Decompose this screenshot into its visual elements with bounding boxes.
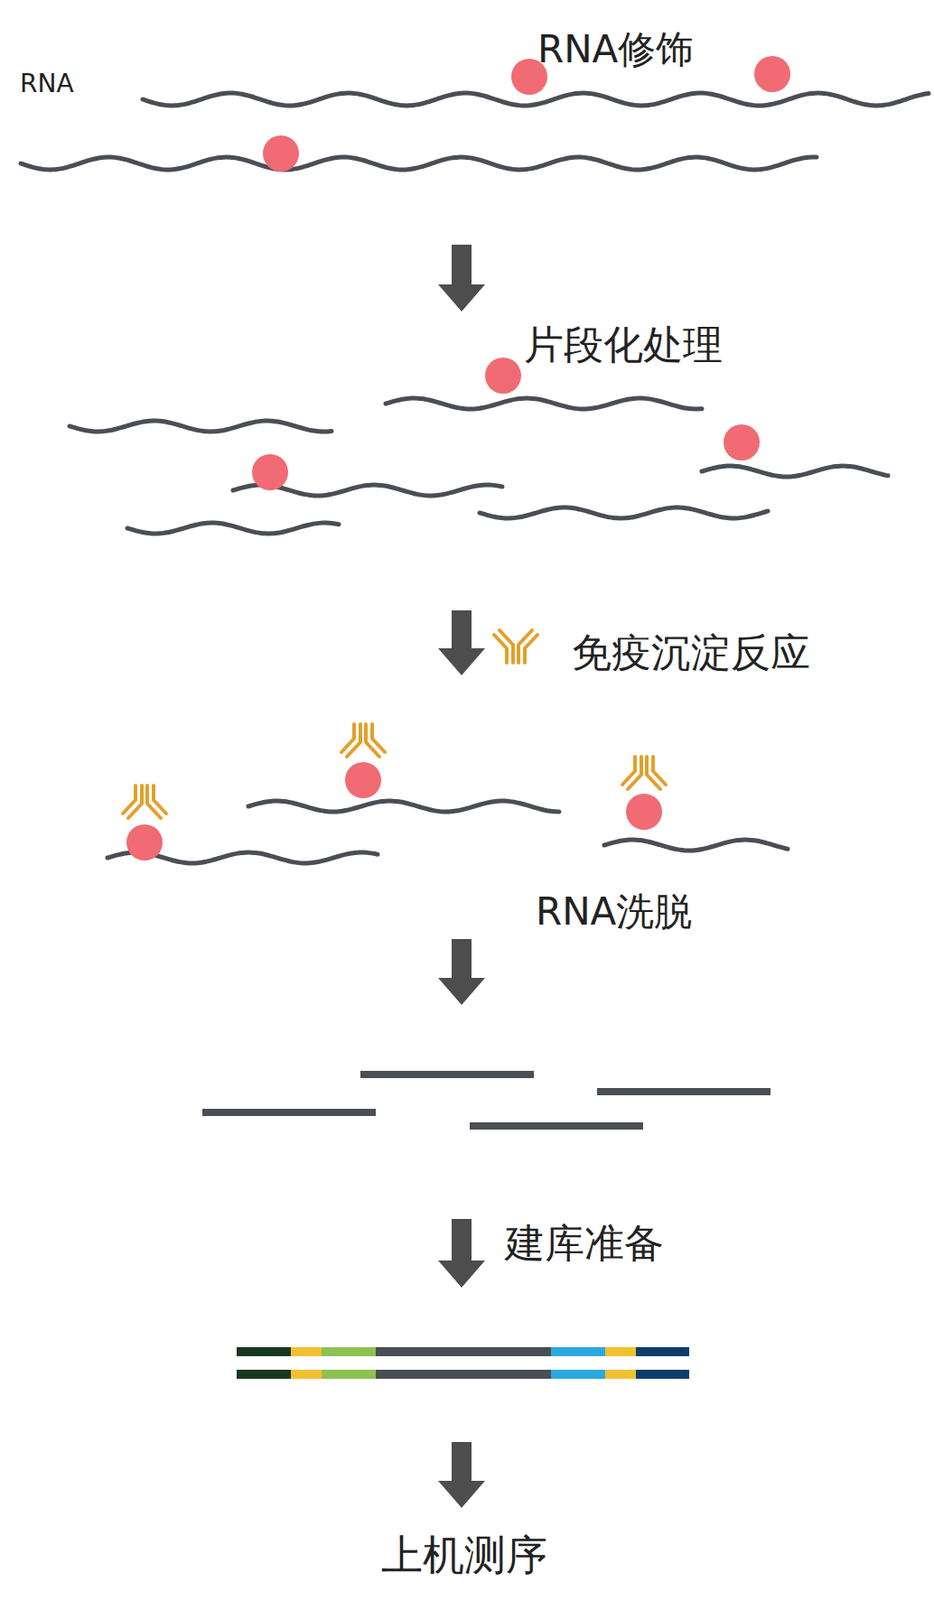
library-segment [551,1347,606,1357]
step-arrow [438,939,486,1006]
library-segment [635,1347,690,1357]
rna-strand [604,840,788,851]
antibody-stroke [153,785,167,814]
step-label: 免疫沉淀反应 [571,629,811,678]
step-arrow [438,1442,486,1509]
modification-dot [723,424,760,461]
library-segment [321,1370,376,1380]
library-segment [290,1370,322,1380]
rna-strand [701,466,888,477]
library-strand [236,1370,690,1380]
rna-strands [20,93,929,864]
library-segment [236,1370,291,1380]
rna-fragment [202,1109,376,1117]
library-construct [236,1347,690,1380]
step-label: RNA修饰 [537,27,694,73]
modification-marks [126,56,791,861]
rna-strand [69,420,332,432]
rna-strand [385,398,702,410]
step-label: 上机测序 [381,1531,548,1581]
library-segment [321,1347,376,1357]
antibody-stroke [341,724,355,753]
antibody-icon [622,756,666,790]
library-segment [375,1347,552,1357]
antibody-stroke [494,635,507,664]
step-arrows [438,244,486,1509]
library-segment [605,1347,636,1357]
rna-fragment [360,1071,534,1079]
step-arrow [438,1219,486,1289]
library-strand [236,1347,690,1357]
step-arrow [438,610,486,676]
library-segment [551,1370,606,1380]
rna-fragment [597,1088,771,1096]
modification-dot [625,793,663,831]
step-label: RNA洗脱 [535,889,692,935]
library-segment [290,1347,322,1357]
rna-fragment [469,1122,644,1131]
library-segment [375,1370,552,1380]
modification-dot [252,454,289,491]
antibody-icon [494,630,538,664]
modification-dot [754,56,791,93]
antibody-stroke [622,756,636,785]
modification-dot [345,762,382,799]
antibody-icon [122,785,167,819]
rna-strand [127,523,339,534]
step-label: 片段化处理 [523,321,723,370]
library-segment [605,1370,636,1380]
rna-strand [142,93,929,106]
antibody-stroke [524,635,538,664]
modification-dot [262,135,299,172]
rna-strand [479,507,768,519]
rna-strand [248,801,560,813]
rna-strand [20,157,817,170]
library-segment [635,1370,690,1380]
antibody-stroke [122,785,136,814]
modification-dot [485,357,522,394]
step-arrow [438,244,486,312]
antibody-stroke [372,724,385,753]
antibody-stroke [653,756,666,785]
antibody-icon [341,724,385,757]
library-segment [236,1347,291,1357]
modification-dot [126,824,163,861]
step-label: 建库准备 [504,1220,664,1269]
step-label: RNA [19,68,75,100]
eluted-fragments [202,1074,771,1127]
